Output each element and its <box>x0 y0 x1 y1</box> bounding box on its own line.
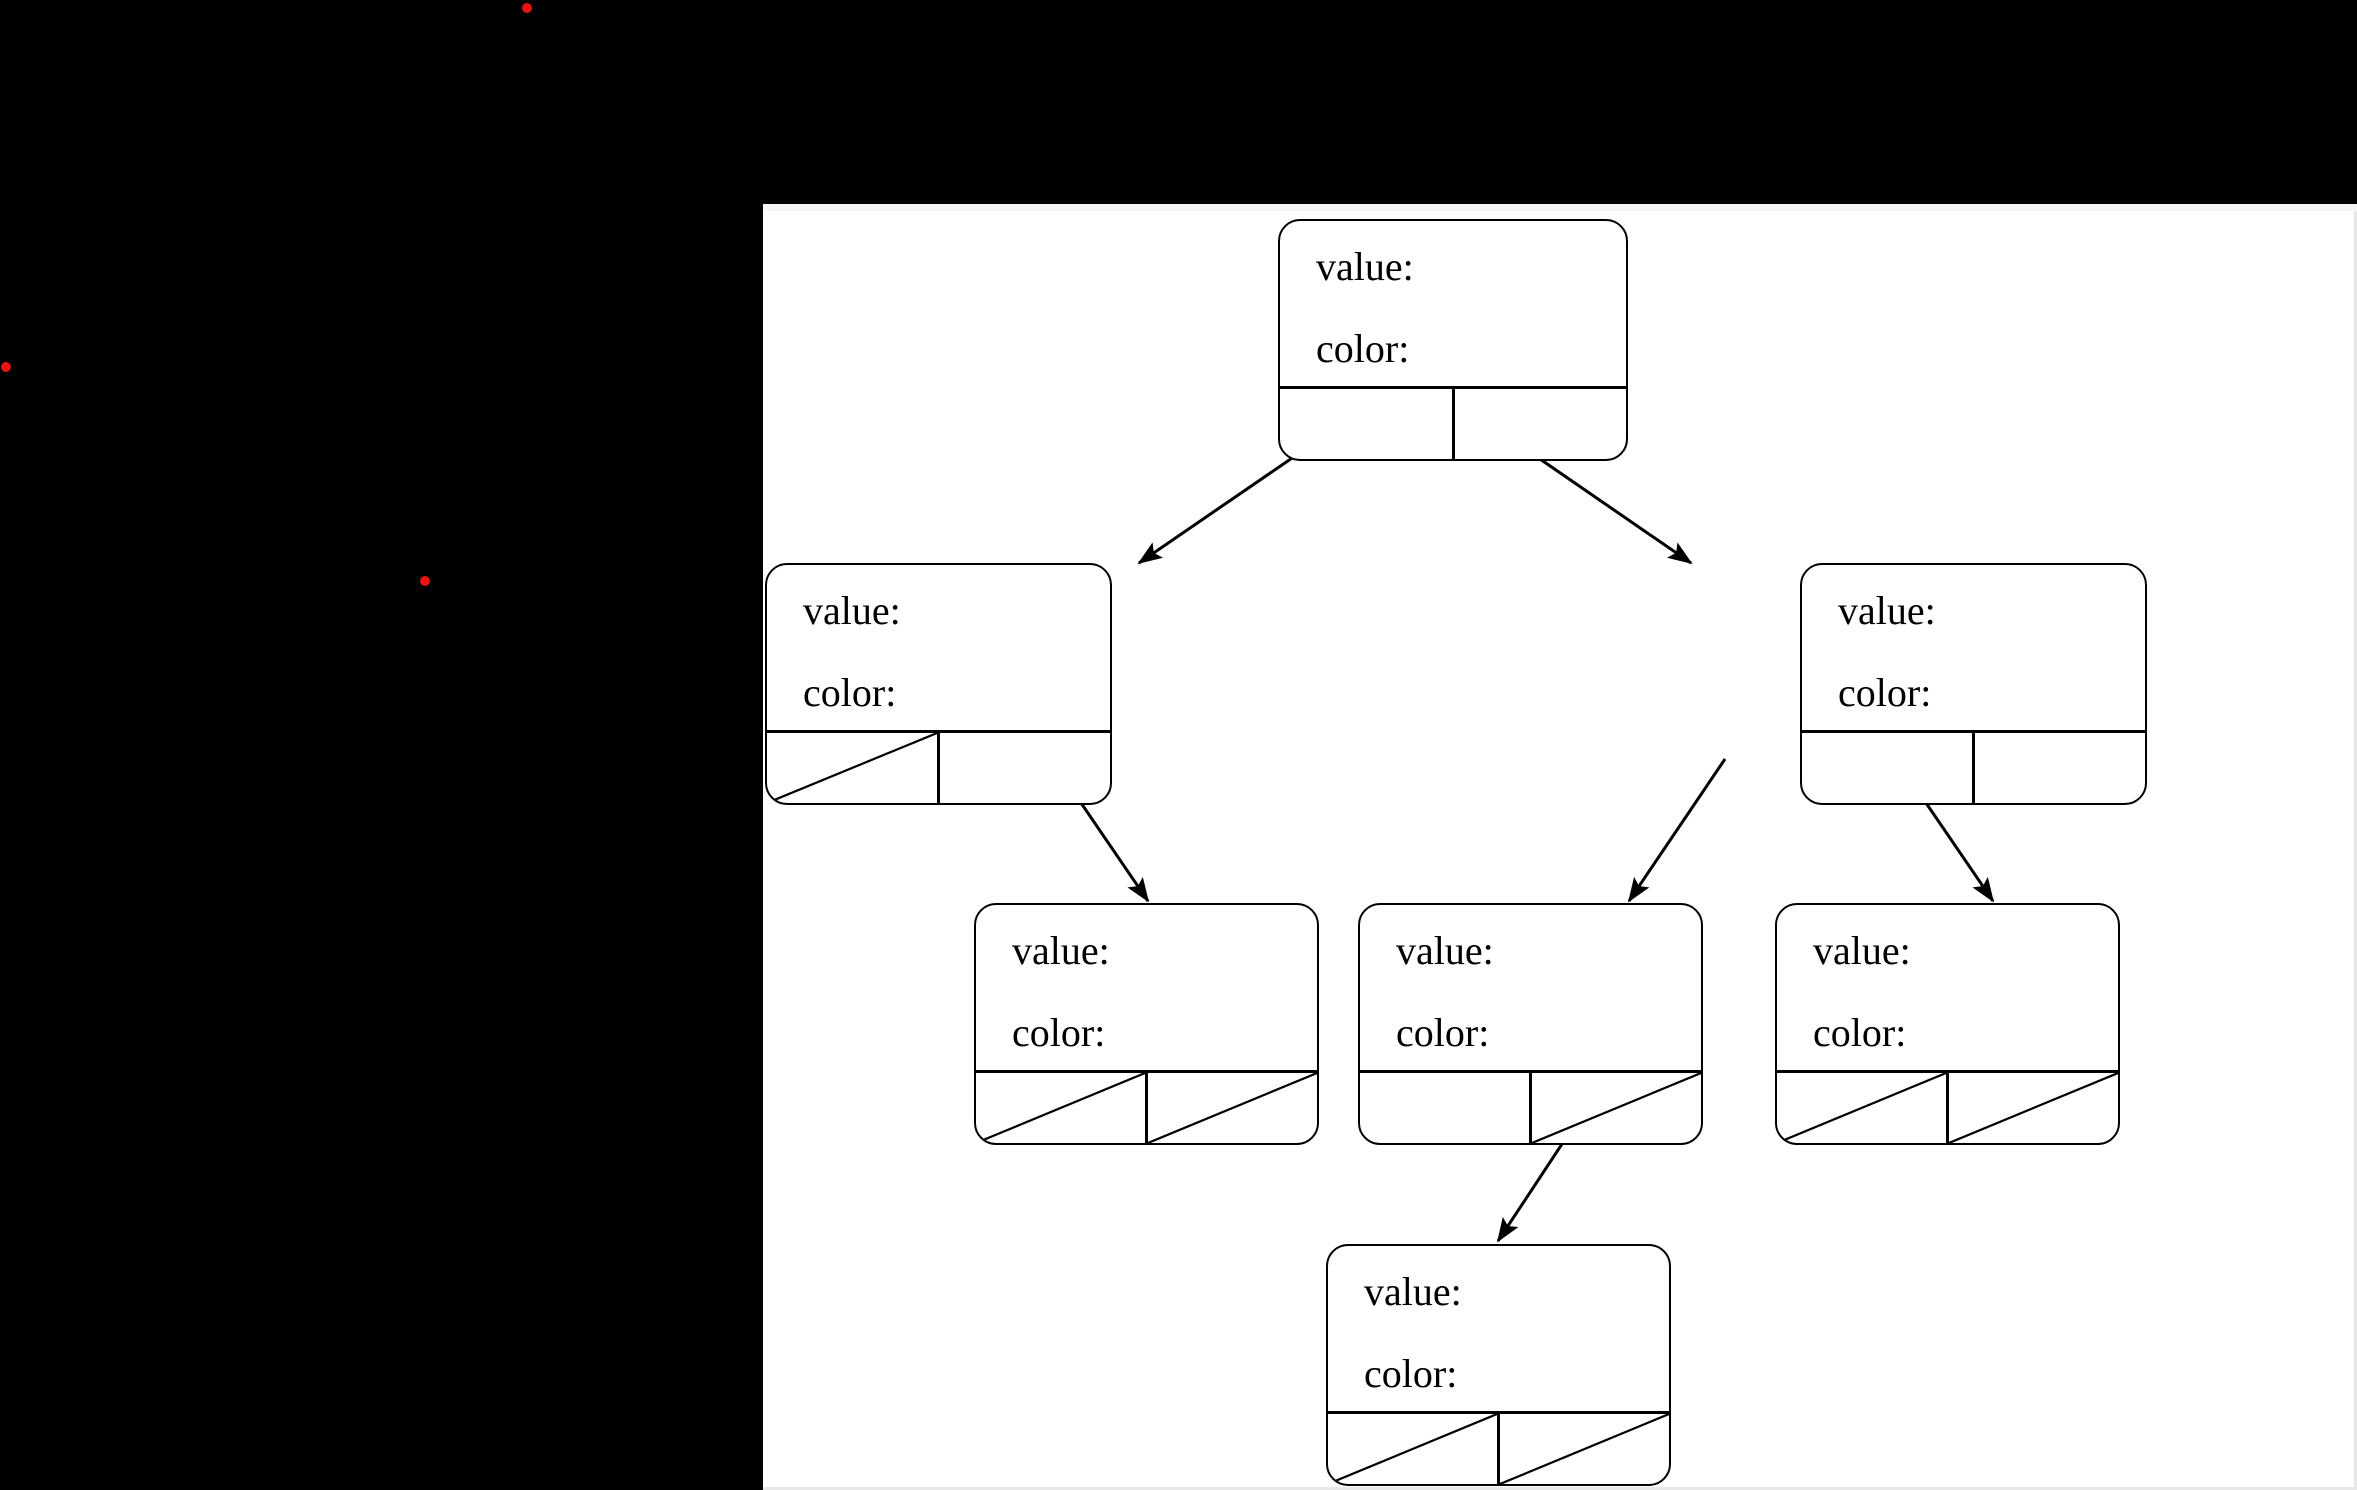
node-right-pointer-cell[interactable] <box>1497 1414 1669 1484</box>
tree-node-right-1-left-left[interactable]: value: color: <box>1326 1244 1671 1486</box>
node-fields: value: color: <box>1328 1246 1669 1418</box>
node-fields: value: color: <box>1280 221 1626 393</box>
node-fields: value: color: <box>1802 565 2145 737</box>
tree-node-right-1-right[interactable]: value: color: <box>1775 903 2120 1145</box>
tree-node-left-1-right[interactable]: value: color: <box>974 903 1319 1145</box>
edge-right1-left <box>1627 758 1727 903</box>
node-right-pointer-cell[interactable] <box>1972 733 2145 803</box>
node-fields: value: color: <box>767 565 1110 737</box>
node-value-label: value: <box>1012 928 1110 973</box>
null-pointer-slash-icon <box>1328 1414 1497 1484</box>
node-fields: value: color: <box>976 905 1317 1077</box>
null-pointer-slash-icon <box>1500 1414 1669 1484</box>
node-left-pointer-cell[interactable] <box>1802 733 1972 803</box>
node-left-pointer-cell[interactable] <box>767 733 937 803</box>
node-right-pointer-cell[interactable] <box>937 733 1110 803</box>
node-left-pointer-cell[interactable] <box>1280 389 1452 459</box>
canvas-right-edge <box>2354 211 2357 1490</box>
marker-dot-left <box>1 362 11 372</box>
node-color-label: color: <box>1012 1010 1106 1055</box>
node-pointer-row <box>1802 730 2145 803</box>
node-right-pointer-cell[interactable] <box>1451 389 1627 459</box>
node-right-pointer-cell[interactable] <box>1946 1073 2118 1143</box>
null-pointer-slash-icon <box>1949 1073 2118 1143</box>
node-pointer-row <box>1360 1070 1701 1143</box>
node-value-label: value: <box>1813 928 1911 973</box>
node-value-label: value: <box>803 588 901 633</box>
node-pointer-row <box>767 730 1110 803</box>
tree-node-right-1[interactable]: value: color: <box>1800 563 2147 805</box>
node-left-pointer-cell[interactable] <box>1360 1073 1529 1143</box>
canvas-bottom-edge <box>763 1487 2357 1490</box>
node-color-label: color: <box>1316 326 1410 371</box>
node-left-pointer-cell[interactable] <box>976 1073 1145 1143</box>
null-pointer-slash-icon <box>1532 1073 1701 1143</box>
null-pointer-slash-icon <box>1777 1073 1946 1143</box>
node-color-label: color: <box>1396 1010 1490 1055</box>
node-color-label: color: <box>803 670 897 715</box>
node-value-label: value: <box>1316 244 1414 289</box>
node-color-label: color: <box>1813 1010 1907 1055</box>
node-fields: value: color: <box>1777 905 2118 1077</box>
marker-dot-top <box>522 3 532 13</box>
diagram-canvas: value: color: value: color: value: color… <box>763 204 2357 1490</box>
node-pointer-row <box>1328 1411 1669 1484</box>
null-pointer-slash-icon <box>1148 1073 1317 1143</box>
node-value-label: value: <box>1396 928 1494 973</box>
node-pointer-row <box>1777 1070 2118 1143</box>
node-right-pointer-cell[interactable] <box>1529 1073 1701 1143</box>
node-left-pointer-cell[interactable] <box>1777 1073 1946 1143</box>
node-color-label: color: <box>1364 1351 1458 1396</box>
tree-node-root[interactable]: value: color: <box>1278 219 1628 461</box>
node-pointer-row <box>976 1070 1317 1143</box>
node-right-pointer-cell[interactable] <box>1145 1073 1317 1143</box>
null-pointer-slash-icon <box>767 733 937 803</box>
null-pointer-slash-icon <box>976 1073 1145 1143</box>
tree-node-left-1[interactable]: value: color: <box>765 563 1112 805</box>
node-value-label: value: <box>1364 1269 1462 1314</box>
node-pointer-row <box>1280 386 1626 459</box>
tree-node-right-1-left[interactable]: value: color: <box>1358 903 1703 1145</box>
node-color-label: color: <box>1838 670 1932 715</box>
node-left-pointer-cell[interactable] <box>1328 1414 1497 1484</box>
marker-dot-middle <box>420 576 430 586</box>
node-fields: value: color: <box>1360 905 1701 1077</box>
node-value-label: value: <box>1838 588 1936 633</box>
